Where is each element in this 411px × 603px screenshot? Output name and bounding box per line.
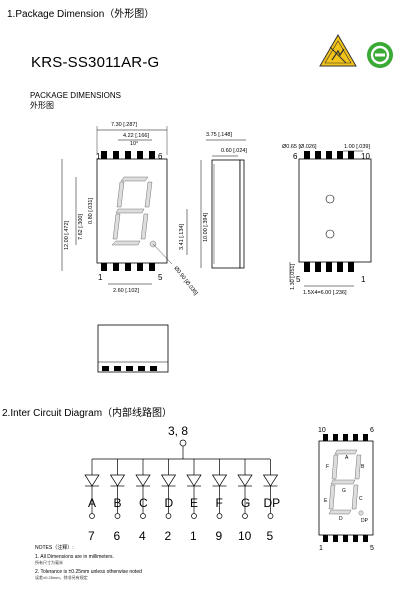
pin-number-d: 2 <box>165 529 172 543</box>
seg-label-e: E <box>324 498 328 504</box>
pkg-title-en: PACKAGE DIMENSIONS <box>30 91 121 100</box>
segment-label-d: D <box>165 496 174 510</box>
diode-e <box>186 474 202 487</box>
pinout-pin-6: 6 <box>370 427 374 434</box>
dim-width: 7.30 [.287] <box>111 122 137 128</box>
bottom-view <box>97 324 169 373</box>
seg-label-d: D <box>339 516 343 522</box>
segment-label-c: C <box>139 496 148 510</box>
pin-number-e: 1 <box>190 529 197 543</box>
pin-number-dp: 5 <box>267 529 274 543</box>
segment-label-b: B <box>114 496 122 510</box>
diode-a <box>84 474 100 487</box>
esd-warning-icon <box>319 34 357 67</box>
dim-lead: 0.60 [.024] <box>221 148 247 154</box>
notes-title: NOTES（注释）: <box>35 545 74 551</box>
rohs-green-icon <box>367 42 393 68</box>
dim-side-height: 10.00 [.394] <box>203 212 209 242</box>
pinout-pin-5: 5 <box>370 545 374 550</box>
pinout-pin-10: 10 <box>318 427 326 434</box>
diode-b <box>109 474 126 487</box>
pkg-title-cn: 外形图 <box>30 101 54 110</box>
back-pin-5: 5 <box>296 275 301 284</box>
dim-height-outer: 12.00 [.472] <box>64 220 70 250</box>
note-1-cn: 所有尺寸为毫米 <box>35 560 63 566</box>
diode-f <box>211 474 228 487</box>
seg-label-f: F <box>326 464 329 470</box>
pin-number-c: 4 <box>139 529 146 543</box>
diode-c <box>135 474 151 487</box>
front-digit <box>111 176 157 248</box>
dim-seg-width: 0.80 [.031] <box>88 198 94 224</box>
note-2-cn: 误差±0.25mm，除非另有规定 <box>35 574 88 580</box>
seg-label-g: G <box>342 488 346 494</box>
package-drawing: 7.30 [.287] 4.22 [.166] 10° 10 6 <box>61 122 372 373</box>
diode-dp <box>262 474 279 487</box>
front-pin-5: 5 <box>158 273 163 282</box>
pin-number-g: 10 <box>238 529 252 543</box>
diode-g <box>237 474 253 487</box>
dim-dp-diameter: Ø0.90 [Ø.035] <box>172 266 198 297</box>
seg-label-b: B <box>361 464 365 470</box>
pinout-pin-1: 1 <box>319 545 323 550</box>
note-2: 2. Tolerance is ±0.25mm unless otherwise… <box>35 568 142 575</box>
segment-label-a: A <box>88 496 96 510</box>
section1-title: 1.Package Dimension（外形图） <box>7 9 155 20</box>
back-view: Ø0.65 [Ø.026] 1.00 [.039] 6 10 5 1 1.30 … <box>282 144 372 296</box>
notes-block: NOTES（注释）: 1. All Dimensions are in mill… <box>35 545 142 581</box>
front-view: 7.30 [.287] 4.22 [.166] 10° 10 6 <box>61 122 199 297</box>
back-pin-6: 6 <box>293 152 298 161</box>
dim-pitch-top: 1.00 [.039] <box>344 144 370 150</box>
pin-number-a: 7 <box>88 529 95 543</box>
dim-pitch-total: 1.5X4=6.00 [.236] <box>303 290 347 296</box>
dim-hole: Ø0.65 [Ø.026] <box>282 144 317 150</box>
pin-number-f: 9 <box>216 529 223 543</box>
back-pin-1: 1 <box>361 275 366 284</box>
dim-half-height: 3.41 [.134] <box>179 224 185 250</box>
seg-label-c: C <box>359 496 363 502</box>
pin-number-b: 6 <box>114 529 121 543</box>
seg-label-dp: DP <box>361 518 369 524</box>
front-pin-6: 6 <box>158 152 163 161</box>
package-dimensions-title: PACKAGE DIMENSIONS 外形图 <box>30 91 121 111</box>
segment-label-g: G <box>241 496 250 510</box>
circuit-diagram: 3, 8 A 7 B 6 C 4 D 2 E 1 F 9 G 10 DP 5 <box>84 424 281 543</box>
back-pin-10: 10 <box>361 152 370 161</box>
front-pin-10: 10 <box>96 152 105 161</box>
model-number: KRS-SS3011AR-G <box>31 54 160 71</box>
dim-angle: 10° <box>130 141 138 147</box>
side-view: 3.75 [.148] 0.60 [.024] 10.00 [.394] <box>200 132 247 269</box>
pinout-diagram: 10 6 A B C D E F G DP 1 5 <box>318 427 374 550</box>
seg-label-a: A <box>345 455 349 461</box>
diode-d <box>160 474 177 487</box>
segment-label-dp: DP <box>264 496 281 510</box>
dim-height-digit: 7.62 [.300] <box>78 214 84 240</box>
segment-label-e: E <box>190 496 198 510</box>
dim-inner-width: 4.22 [.166] <box>123 133 149 139</box>
note-1: 1. All Dimensions are in millimeters. <box>35 554 114 561</box>
common-anode-label: 3, 8 <box>168 424 188 438</box>
segment-label-f: F <box>216 496 223 510</box>
front-pin-1: 1 <box>98 273 103 282</box>
section2-title: 2.Inter Circuit Diagram（内部线路图） <box>2 408 173 419</box>
dim-pin-offset: 2.60 [.102] <box>113 288 139 294</box>
dim-depth: 3.75 [.148] <box>206 132 232 138</box>
dim-lead-height: 1.30 [.051] <box>290 264 296 290</box>
